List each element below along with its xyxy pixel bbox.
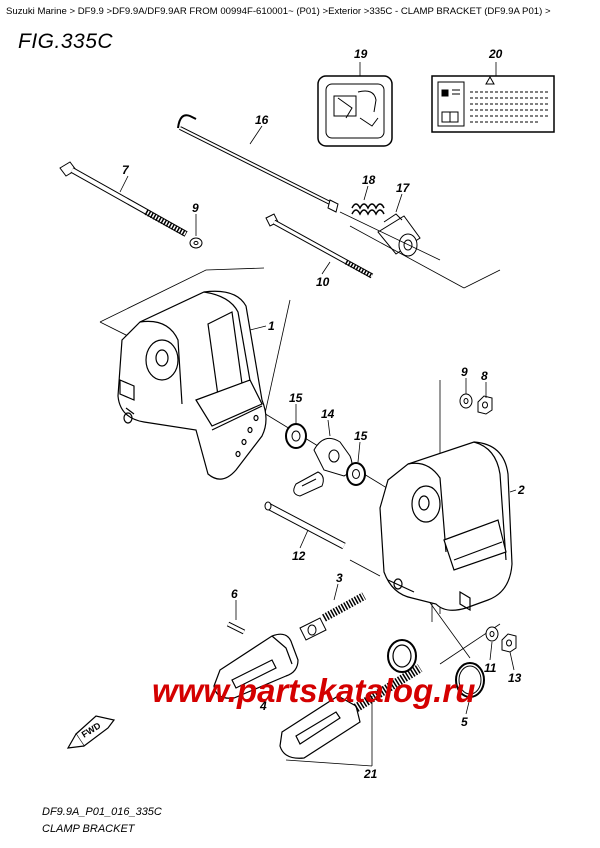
part-15-bushing-right[interactable]: [346, 462, 366, 486]
callout-6[interactable]: 6: [231, 587, 238, 601]
part-12-pin[interactable]: [264, 501, 346, 550]
part-9-washer-top[interactable]: [189, 237, 203, 249]
callout-14[interactable]: 14: [321, 407, 335, 421]
callout-leaders: [119, 62, 517, 767]
callout-11[interactable]: 11: [484, 661, 497, 675]
callout-8[interactable]: 8: [481, 369, 488, 383]
part-19-decal[interactable]: [317, 75, 393, 147]
part-10-bolt[interactable]: [265, 213, 374, 279]
breadcrumb[interactable]: Suzuki Marine > DF9.9 >DF9.9A/DF9.9AR FR…: [6, 6, 551, 17]
part-1-clamp-bracket-left[interactable]: [117, 290, 267, 480]
part-5-ring[interactable]: [455, 662, 485, 698]
callout-7[interactable]: 7: [122, 163, 130, 177]
callout-18[interactable]: 18: [362, 173, 376, 187]
callout-5[interactable]: 5: [461, 715, 468, 729]
part-9-washer-right[interactable]: [459, 393, 473, 409]
part-4-clamp-pad[interactable]: [213, 633, 299, 699]
callout-17[interactable]: 17: [396, 181, 411, 195]
callout-12[interactable]: 12: [292, 549, 306, 563]
callout-1[interactable]: 1: [268, 319, 275, 333]
part-18-spring[interactable]: [351, 203, 385, 216]
fwd-arrow-icon: FWD: [66, 715, 116, 749]
part-16-rod[interactable]: [177, 114, 339, 213]
callout-15-right[interactable]: 15: [354, 429, 368, 443]
part-13-nut[interactable]: [501, 633, 517, 653]
callout-13[interactable]: 13: [508, 671, 522, 685]
figure-caption: CLAMP BRACKET: [42, 823, 135, 835]
part-3-screw[interactable]: [299, 592, 366, 641]
part-11-washer[interactable]: [485, 626, 499, 642]
part-2-clamp-bracket-right[interactable]: [379, 441, 513, 612]
callout-10[interactable]: 10: [316, 275, 330, 289]
callout-2[interactable]: 2: [517, 483, 525, 497]
part-7-bolt[interactable]: [59, 161, 188, 237]
callout-9-top[interactable]: 9: [192, 201, 199, 215]
watermark: www.partskatalog.ru: [152, 672, 475, 709]
callout-20[interactable]: 20: [488, 47, 503, 61]
part-8-nut[interactable]: [477, 395, 493, 415]
figure-code: DF9.9A_P01_016_335C: [42, 806, 162, 818]
figure-title: FIG.335C: [18, 30, 114, 53]
part-15-bushing-left[interactable]: [285, 423, 307, 449]
callout-4[interactable]: 4: [259, 699, 267, 713]
part-6-pin[interactable]: [226, 621, 246, 635]
part-17-knob[interactable]: [377, 213, 421, 257]
part-20-label[interactable]: [431, 75, 555, 133]
part-21-clamp-screw[interactable]: [279, 639, 423, 759]
callout-15-left[interactable]: 15: [289, 391, 303, 405]
callout-21[interactable]: 21: [363, 767, 378, 781]
callout-19[interactable]: 19: [354, 47, 368, 61]
callout-3[interactable]: 3: [336, 571, 343, 585]
part-14-plate[interactable]: [293, 437, 353, 497]
callout-16[interactable]: 16: [255, 113, 269, 127]
callout-9-right[interactable]: 9: [461, 365, 468, 379]
